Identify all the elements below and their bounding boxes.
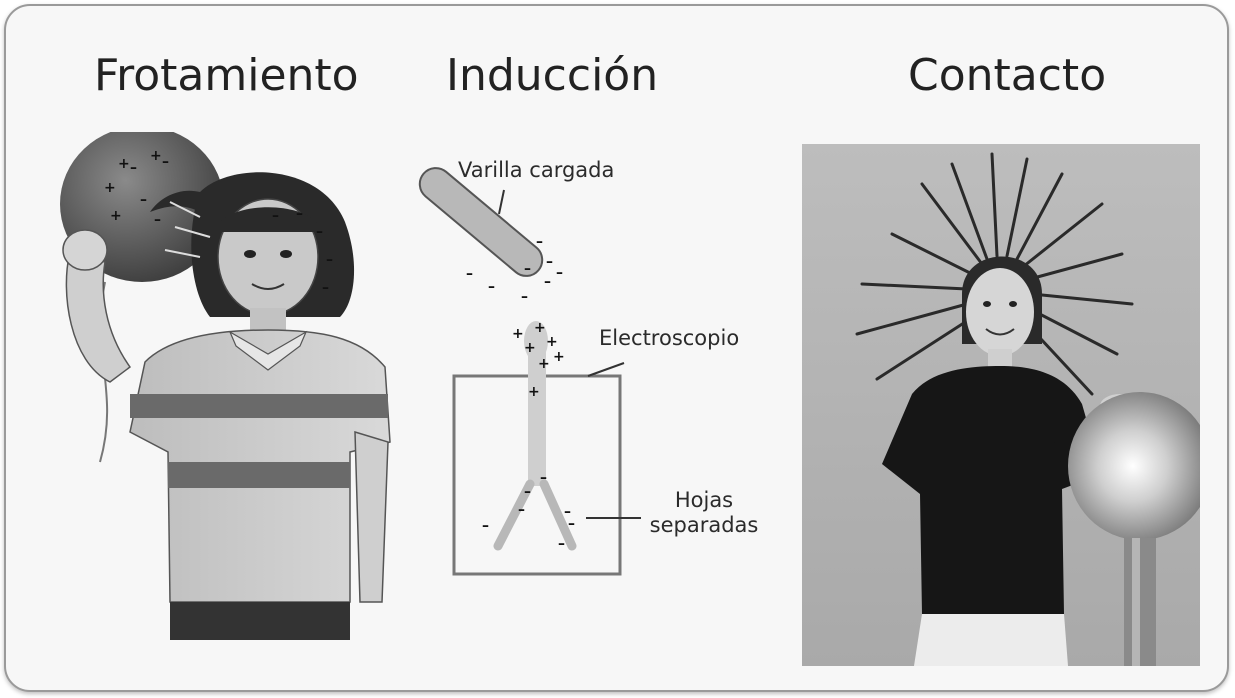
negative-charge-sign: – xyxy=(564,504,571,520)
positive-charge-sign: + xyxy=(150,148,162,164)
positive-charge-sign: + xyxy=(110,208,122,224)
negative-charge-sign: – xyxy=(162,154,169,170)
negative-charge-sign: – xyxy=(518,502,525,518)
induction-diagram: ––––––––+++++++––––––– xyxy=(418,167,641,576)
van-de-graaff-sphere xyxy=(1068,392,1200,540)
negative-charge-sign: – xyxy=(524,261,531,277)
negative-charge-sign: – xyxy=(524,484,531,500)
negative-charge-sign: – xyxy=(488,279,495,295)
negative-charge-sign: – xyxy=(556,265,563,281)
positive-charge-sign: + xyxy=(546,334,558,350)
slide-card: Frotamiento Inducción Contacto xyxy=(4,4,1229,692)
positive-charge-sign: + xyxy=(104,180,116,196)
negative-charge-sign: – xyxy=(322,280,329,296)
negative-charge-sign: – xyxy=(316,224,323,240)
title-induction: Inducción xyxy=(446,50,659,101)
negative-charge-sign: – xyxy=(568,516,575,532)
negative-charge-sign: – xyxy=(521,289,528,305)
positive-charge-sign: + xyxy=(534,320,546,336)
negative-charge-sign: – xyxy=(558,536,565,552)
leaves-label-line2: separadas xyxy=(649,513,759,538)
negative-charge-sign: – xyxy=(296,206,303,222)
contact-photo xyxy=(802,144,1200,666)
negative-charge-sign: – xyxy=(544,274,551,290)
leaves-label-line1: Hojas xyxy=(674,488,734,512)
separated-leaves-label: Hojas separadas xyxy=(639,488,769,538)
negative-charge-sign: – xyxy=(546,254,553,270)
negative-charge-sign: – xyxy=(272,208,279,224)
negative-charge-sign: – xyxy=(536,234,543,250)
negative-charge-sign: – xyxy=(540,470,547,486)
girl-balloon-illustration: +–+–+–+–––––– xyxy=(60,132,391,640)
positive-charge-sign: + xyxy=(528,384,540,400)
charged-rod-label: Varilla cargada xyxy=(458,158,615,182)
negative-charge-sign: – xyxy=(326,252,333,268)
electroscope-label: Electroscopio xyxy=(599,326,740,350)
positive-charge-sign: + xyxy=(524,340,536,356)
positive-charge-sign: + xyxy=(553,349,565,365)
negative-charge-sign: – xyxy=(140,192,147,208)
static-hair xyxy=(855,152,1134,396)
positive-charge-sign: + xyxy=(118,156,130,172)
negative-charge-sign: – xyxy=(130,160,137,176)
title-contact: Contacto xyxy=(908,50,1107,101)
negative-charge-sign: – xyxy=(154,212,161,228)
title-rubbing: Frotamiento xyxy=(94,50,359,101)
positive-charge-sign: + xyxy=(512,326,524,342)
negative-charge-sign: – xyxy=(466,266,473,282)
charged-rod xyxy=(418,167,544,277)
positive-charge-sign: + xyxy=(538,356,550,372)
negative-charge-sign: – xyxy=(482,518,489,534)
